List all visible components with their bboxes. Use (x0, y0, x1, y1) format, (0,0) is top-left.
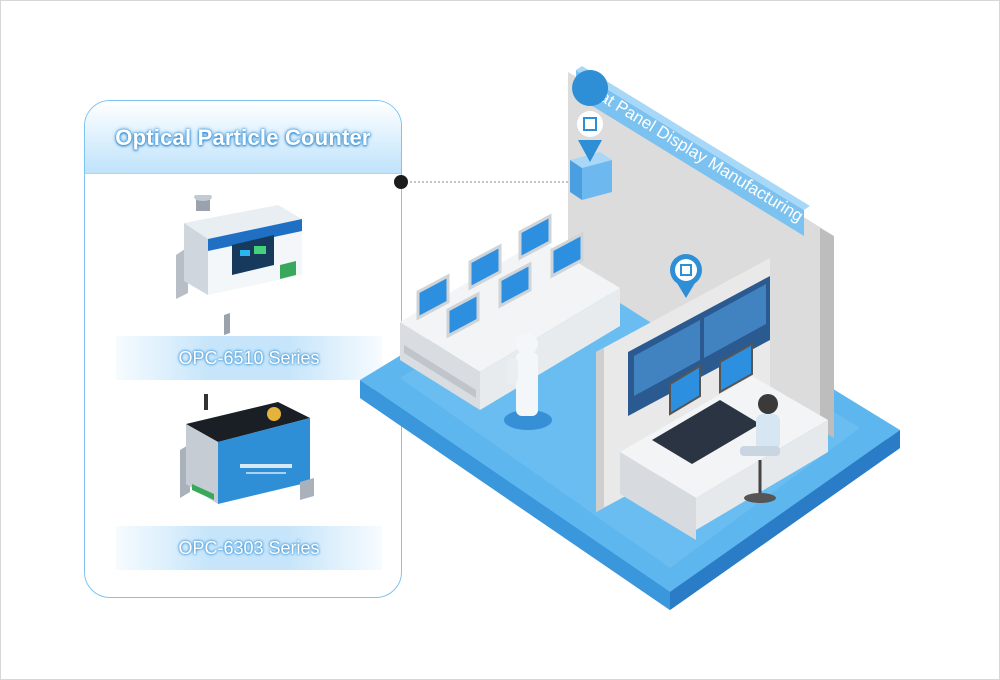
factory-pin-icon (572, 70, 609, 162)
series-label-band: OPC-6303 Series (116, 526, 382, 570)
worker-figure (504, 333, 552, 430)
series-label-band: OPC-6510 Series (116, 336, 382, 380)
panel-title: Optical Particle Counter (115, 125, 371, 150)
product-panel: Optical Particle Counter (84, 100, 402, 598)
opc-6510-device-image (176, 195, 302, 335)
series-label: OPC-6303 Series (178, 538, 320, 558)
banner-strip (576, 70, 804, 236)
opc-6303-device-image (180, 394, 314, 504)
factory-pin-icon (670, 254, 702, 298)
wall-sensor (582, 160, 612, 200)
series-label: OPC-6510 Series (178, 348, 320, 368)
operator-figure (740, 394, 780, 503)
panel-header: Optical Particle Counter (85, 101, 401, 174)
